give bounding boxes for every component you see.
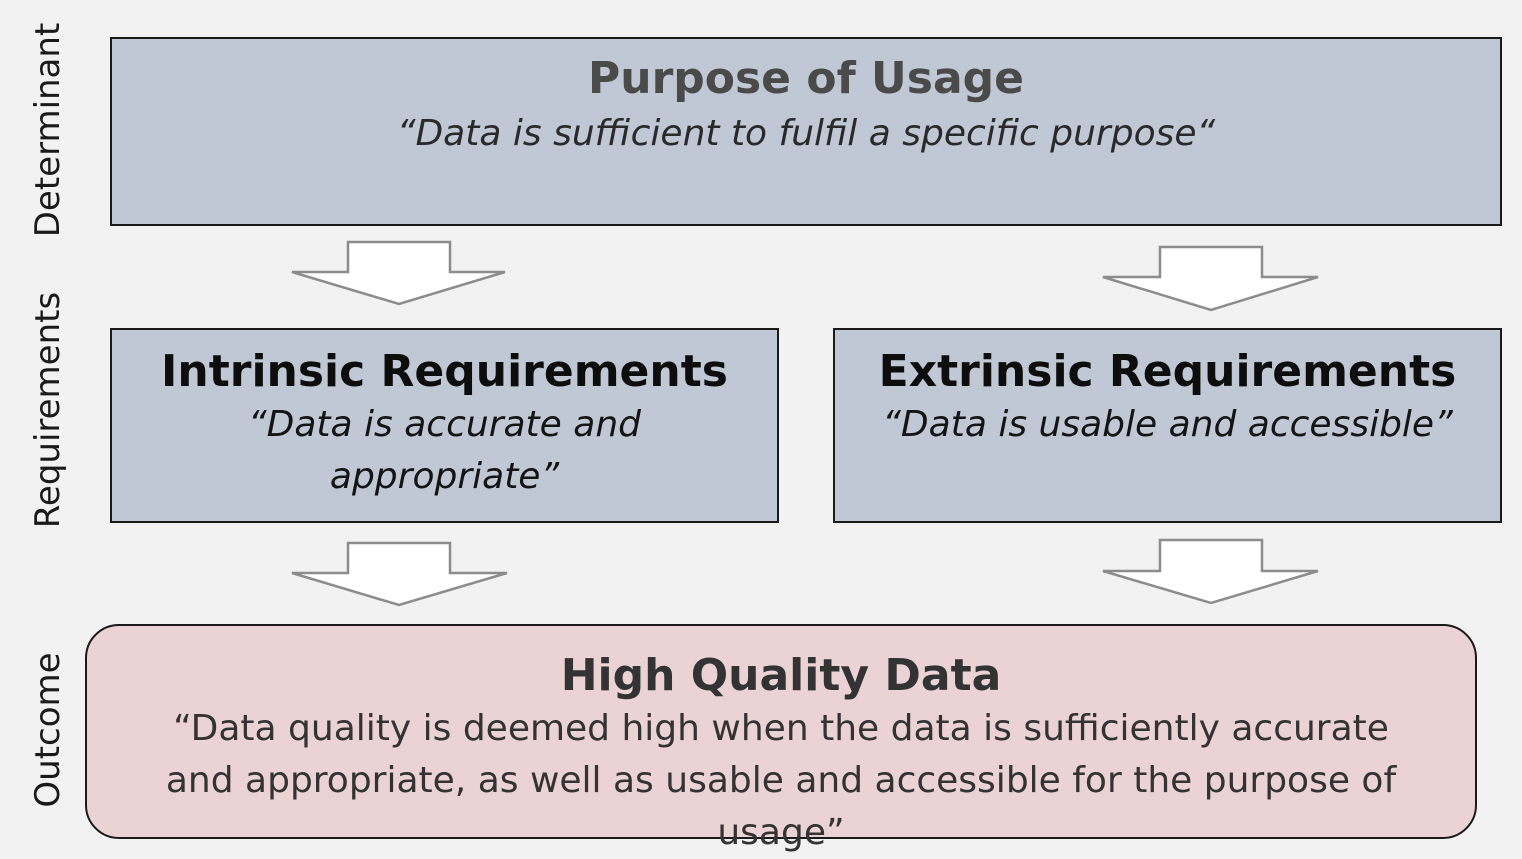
- outcome-title: High Quality Data: [560, 650, 1002, 701]
- extrinsic-quote: “Data is usable and accessible”: [882, 403, 1453, 445]
- arrow-down-icon: [1102, 538, 1319, 605]
- extrinsic-requirements-box: Extrinsic Requirements “Data is usable a…: [833, 328, 1502, 523]
- intrinsic-quote: “Data is accurate and appropriate”: [247, 403, 641, 497]
- intrinsic-requirements-box: Intrinsic Requirements “Data is accurate…: [110, 328, 779, 523]
- arrow-down-icon: [291, 240, 506, 306]
- high-quality-data-box: High Quality Data “Data quality is deeme…: [85, 624, 1477, 853]
- arrow-down-icon: [291, 541, 508, 607]
- purpose-of-usage-box: Purpose of Usage “Data is sufficient to …: [110, 37, 1502, 226]
- purpose-title: Purpose of Usage: [588, 53, 1024, 104]
- purpose-quote: “Data is sufficient to fulfil a specific…: [396, 112, 1216, 154]
- intrinsic-title: Intrinsic Requirements: [161, 346, 728, 397]
- arrow-down-icon: [1102, 245, 1319, 312]
- outcome-quote: “Data quality is deemed high when the da…: [165, 707, 1397, 854]
- extrinsic-title: Extrinsic Requirements: [878, 346, 1457, 397]
